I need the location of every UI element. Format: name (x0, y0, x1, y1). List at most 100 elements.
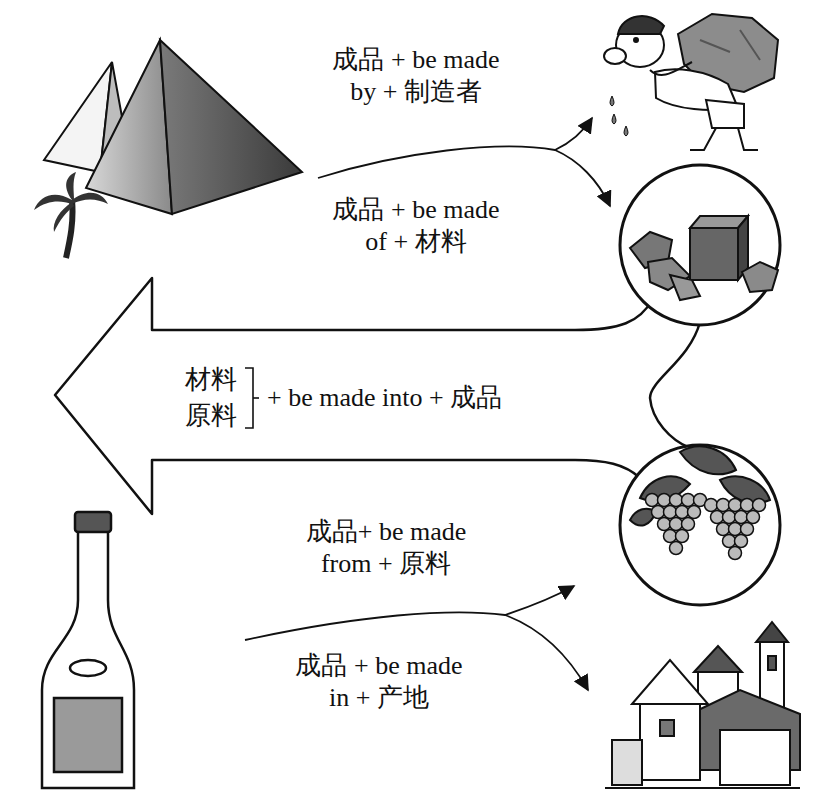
grape-circle (676, 506, 689, 519)
grape-circle (747, 511, 760, 524)
wine-bottle (75, 512, 111, 532)
palm-tree (34, 172, 108, 258)
palm-tree (72, 193, 108, 204)
wine-bottle (42, 530, 134, 788)
village (760, 640, 784, 752)
worker-figure (634, 38, 638, 42)
arrow-shape (55, 278, 700, 514)
grape-circle (630, 509, 656, 526)
palm-tree (66, 200, 73, 258)
village (694, 646, 742, 672)
wine-bottle (70, 660, 106, 676)
worker-figure (604, 48, 626, 64)
curved-arrows (555, 150, 610, 206)
grape-circle (688, 506, 701, 519)
curved-arrows (245, 586, 574, 640)
pyramids (44, 40, 302, 214)
village (756, 622, 788, 642)
grape-circle (735, 511, 748, 524)
worker-figure (650, 62, 692, 75)
grape-circle (711, 511, 724, 524)
village (768, 656, 776, 670)
curved-arrows (318, 118, 592, 178)
pattern-label: 成品+ be made from + 原料 (290, 516, 482, 580)
grape-circle (682, 518, 695, 531)
worker-figure (678, 14, 778, 92)
grape-circle (620, 445, 780, 605)
worker-figure (706, 100, 744, 128)
worker-figure (610, 96, 628, 136)
pattern-label: 成品 + be made of + 材料 (322, 194, 510, 258)
wine-bottle (42, 512, 134, 788)
material-word: 材料 (185, 364, 237, 396)
curved-arrows (505, 615, 588, 690)
palm-tree (54, 202, 74, 232)
stone-circle (630, 232, 672, 268)
grape-circle (729, 547, 742, 560)
village (660, 720, 674, 736)
village (605, 787, 800, 789)
grape-circle (640, 476, 690, 501)
grape-circle (682, 494, 695, 507)
village (720, 730, 790, 785)
bracket (253, 397, 259, 399)
stone-circle (670, 275, 700, 300)
grape-circle (735, 535, 748, 548)
pyramids (86, 40, 172, 214)
grape-circle (705, 499, 718, 512)
grape-circle (680, 446, 736, 474)
village (640, 700, 700, 780)
pattern-label: + be made into + 成品 (267, 382, 502, 414)
grape-circle (717, 499, 730, 512)
worker-figure (690, 128, 758, 150)
grape-circle (729, 499, 742, 512)
grape-circle (723, 511, 736, 524)
grape-circle (694, 494, 707, 507)
grape-circle (664, 506, 677, 519)
worker-figure (700, 30, 760, 60)
pyramids (100, 62, 128, 172)
pattern-label: 成品 + be made in + 产地 (284, 650, 474, 714)
grape-circle (676, 530, 689, 543)
stone-circle (742, 262, 778, 292)
material-word: 原料 (185, 400, 237, 432)
village (605, 622, 800, 788)
grape-circle (664, 530, 677, 543)
bracket (245, 368, 253, 428)
grape-circle (670, 494, 683, 507)
grape-circle (723, 535, 736, 548)
grape-circle (646, 494, 659, 507)
grape-circle (720, 476, 770, 503)
grape-circle (729, 523, 742, 536)
stone-circle (620, 165, 780, 325)
worker-figure (616, 23, 664, 67)
worker-figure (604, 14, 778, 150)
village (690, 690, 800, 770)
worker-figure (618, 16, 664, 34)
palm-tree (66, 172, 76, 200)
stone-circle (690, 228, 738, 280)
palm-tree (34, 195, 72, 210)
village (698, 670, 738, 720)
stone-circle (738, 216, 748, 280)
grape-circle (658, 494, 671, 507)
grape-circle (620, 445, 780, 605)
wine-bottle (54, 698, 122, 772)
grape-circle (753, 499, 766, 512)
village (632, 660, 708, 704)
stone-circle (620, 165, 780, 325)
grape-circle (741, 523, 754, 536)
pyramids (160, 40, 302, 214)
village (612, 740, 642, 785)
worker-figure (655, 69, 738, 110)
grape-circle (670, 542, 683, 555)
grape-circle (670, 518, 683, 531)
stone-circle (690, 216, 748, 228)
pyramids (44, 62, 112, 172)
grape-circle (658, 518, 671, 531)
big-arrow: 材料原料 + be made into + 成品 (40, 270, 700, 520)
stone-circle (648, 258, 690, 290)
grape-circle (652, 506, 665, 519)
pattern-label: 成品 + be made by + 制造者 (322, 44, 510, 108)
grape-circle (741, 499, 754, 512)
